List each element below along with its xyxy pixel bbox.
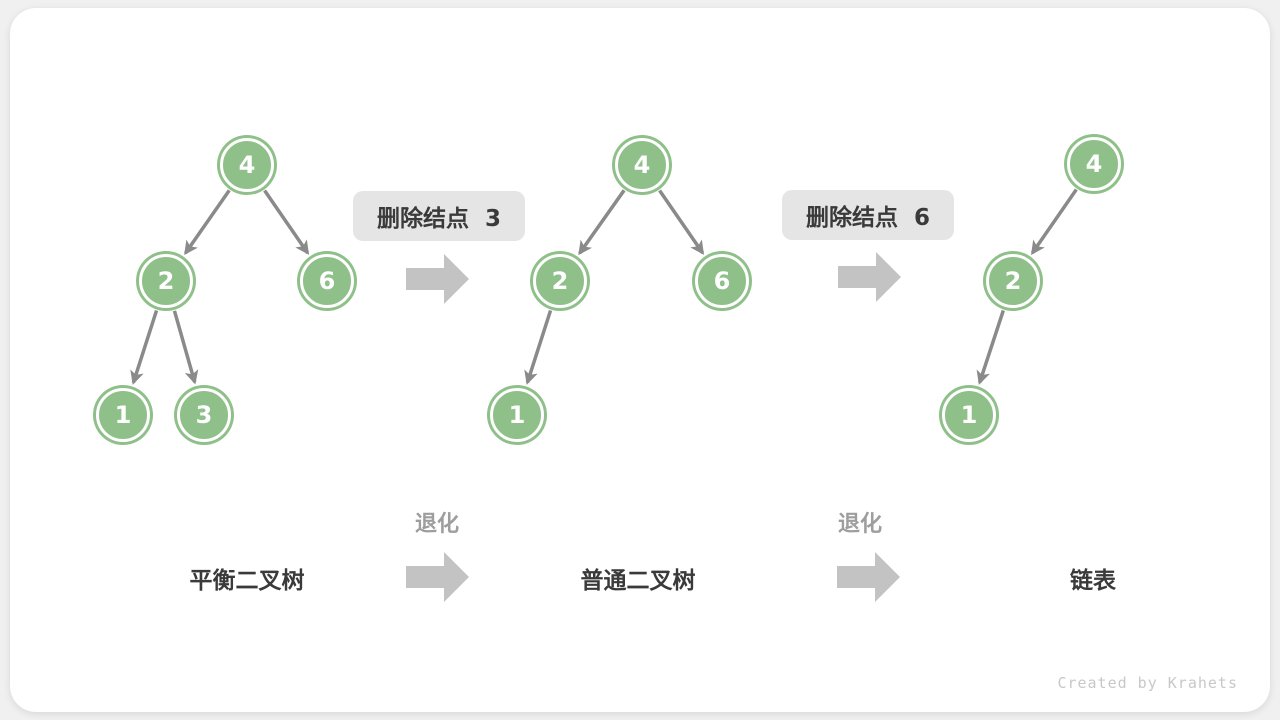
- tree-node-1: 1: [490, 388, 544, 442]
- caption-balanced-binary-tree: 平衡二叉树: [189, 568, 305, 594]
- tree-node-6: 6: [695, 254, 749, 308]
- tree-node-4: 4: [220, 138, 274, 192]
- canvas-card: [10, 8, 1270, 712]
- transition-arrow-icon: [838, 252, 901, 302]
- tree-node-4: 4: [1067, 137, 1121, 191]
- tree-node-2: 2: [139, 254, 193, 308]
- tree-node-1: 1: [942, 388, 996, 442]
- degrade-label: 退化: [414, 512, 460, 537]
- degrade-arrow-icon: [837, 552, 900, 602]
- tree-node-6: 6: [300, 254, 354, 308]
- caption-linked-list: 链表: [1070, 568, 1116, 594]
- tree-node-2: 2: [986, 254, 1040, 308]
- caption-ordinary-binary-tree: 普通二叉树: [580, 568, 696, 594]
- tree-node-2: 2: [533, 254, 587, 308]
- degrade-arrow-icon: [406, 552, 469, 602]
- tree-node-1: 1: [96, 388, 150, 442]
- tree-node-4: 4: [615, 138, 669, 192]
- watermark-credit: Created by Krahets: [1057, 674, 1238, 692]
- degrade-label: 退化: [837, 512, 883, 537]
- tree-node-3: 3: [177, 388, 231, 442]
- transition-arrow-icon: [406, 254, 469, 304]
- delete-node-6-label: 删除结点 6: [782, 190, 954, 240]
- delete-node-3-label: 删除结点 3: [353, 191, 525, 241]
